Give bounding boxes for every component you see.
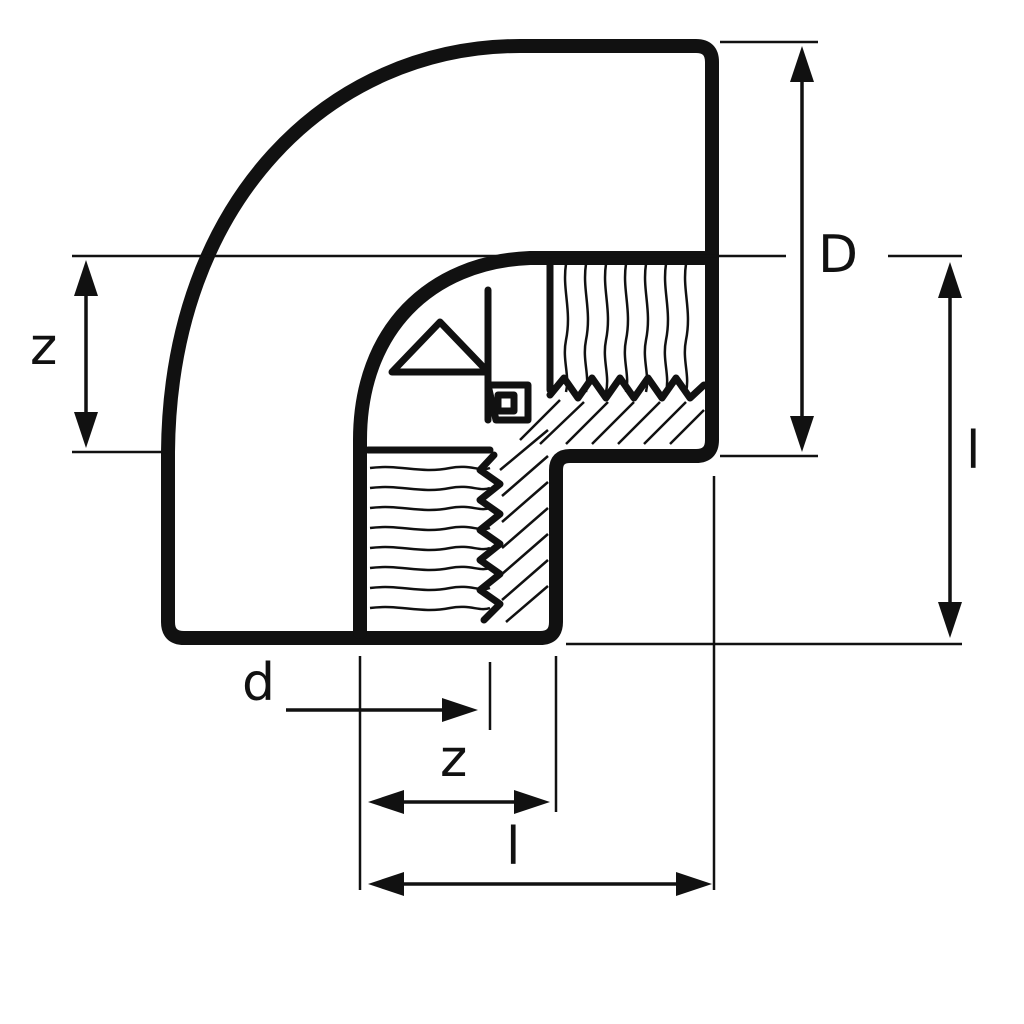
label-d: d	[242, 653, 275, 713]
dimension-z-left	[74, 260, 98, 448]
elbow-outer-outline	[161, 39, 719, 645]
dimension-l-right	[938, 262, 962, 638]
vertical-bore-wall	[353, 251, 711, 639]
horizontal-socket-threads	[546, 258, 708, 402]
horizontal-wall-hatch	[519, 399, 705, 445]
label-z-left: z	[30, 317, 57, 377]
dimension-d-pointer	[286, 698, 478, 722]
inner-corner-ribs	[388, 286, 532, 424]
dimension-D	[790, 46, 814, 452]
label-D: D	[818, 225, 858, 285]
dimension-l-bottom	[368, 872, 712, 896]
label-z-bottom: z	[440, 729, 467, 789]
label-l-bottom: l	[506, 817, 520, 877]
label-l-right: l	[966, 421, 980, 481]
dimension-z-bottom	[368, 790, 550, 814]
vertical-wall-hatch	[499, 429, 549, 623]
extension-lines	[72, 40, 962, 890]
vertical-socket-threads	[364, 446, 504, 624]
